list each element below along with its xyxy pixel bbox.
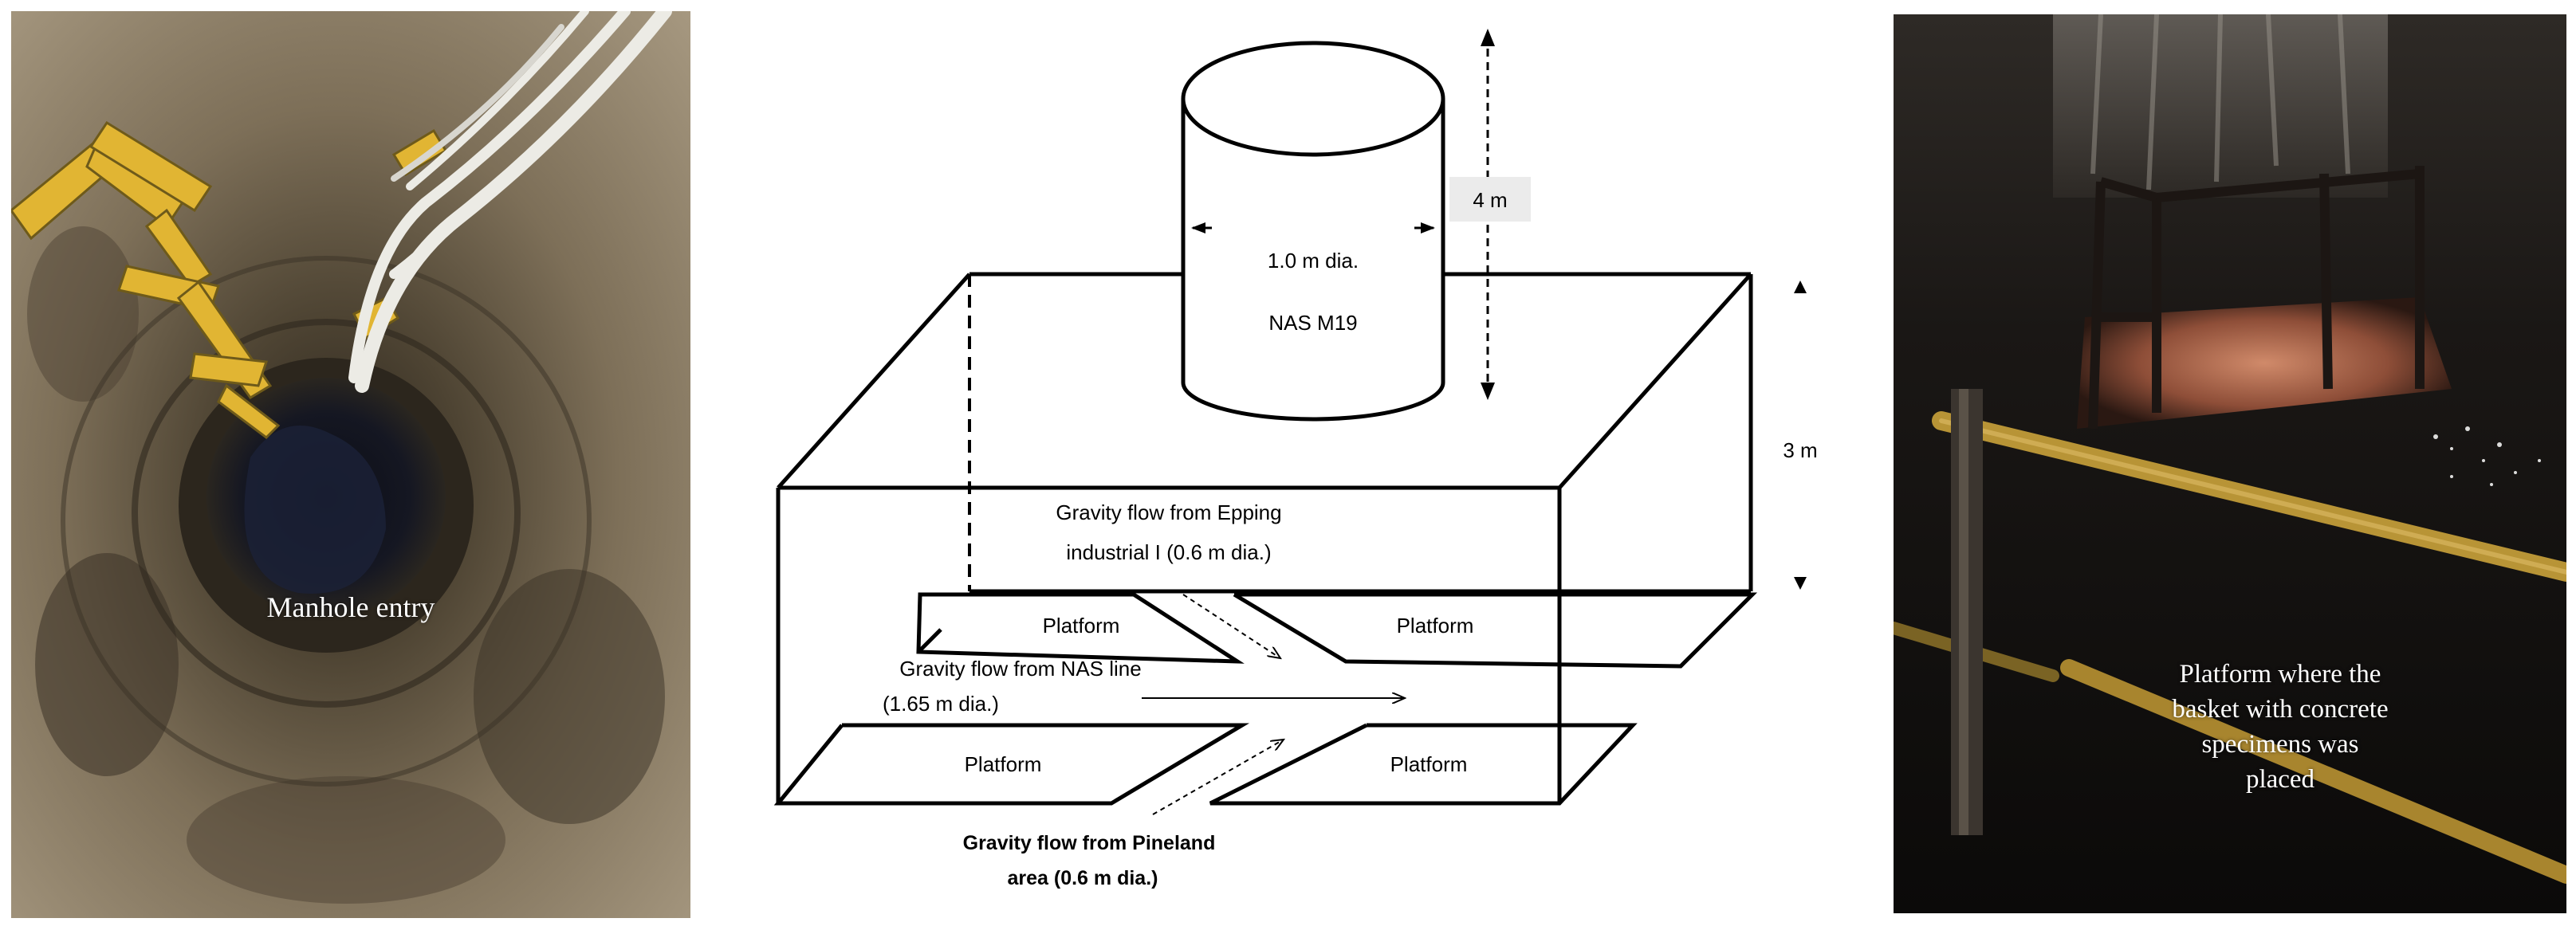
cylinder-name-label: NAS M19 [1268, 311, 1357, 335]
platform-upper-left [916, 592, 1245, 664]
platform-caption-line: specimens was [2201, 730, 2359, 759]
cylinder-top-ellipse [1181, 41, 1445, 157]
light-speckles [2433, 426, 2541, 486]
pineland-flow-label-line1: Gravity flow from Pineland [963, 832, 1216, 854]
water-surface [244, 426, 386, 594]
wall-streaks [2090, 14, 2350, 190]
wall-stain [474, 569, 665, 824]
ladder-rungs [11, 120, 448, 439]
platform-photo-illustration [1894, 14, 2566, 913]
box-top-left-edge [777, 273, 971, 489]
manhole-entry-caption: Manhole entry [266, 591, 435, 623]
box-height-arrow-top [1794, 281, 1807, 293]
box-top-right-edge [1558, 273, 1752, 489]
platform-lower-right [1209, 723, 1638, 806]
manhole-schematic: 1.0 m dia. NAS M19 4 m 3 m Platform Plat… [773, 29, 1818, 889]
cylinder-height-label: 4 m [1473, 188, 1507, 212]
diameter-arrowhead-left [1191, 222, 1205, 233]
wall-stain [187, 776, 505, 904]
box-height-label: 3 m [1783, 438, 1817, 462]
platform-upper-left-label: Platform [1043, 614, 1120, 638]
platform-caption: Platform where the basket with concrete … [2133, 657, 2428, 797]
wall-stain [27, 226, 139, 402]
epping-flow-label-line1: Gravity flow from Epping [1056, 500, 1281, 524]
platform-lower-right-label: Platform [1390, 752, 1468, 776]
diameter-arrowhead-right [1421, 222, 1435, 233]
platform-upper-right-label: Platform [1397, 614, 1474, 638]
nas-flow-label-line1: Gravity flow from NAS line [899, 657, 1141, 681]
platform-upper-right [1233, 592, 1758, 669]
platform-caption-line: basket with concrete [2172, 695, 2389, 724]
platforms [773, 592, 1758, 806]
platform-caption-line: placed [2245, 765, 2315, 794]
cylinder-nas-m19 [1181, 41, 1445, 422]
epping-flow-label-line2: industrial I (0.6 m dia.) [1066, 540, 1271, 564]
pineland-flow-label-line2: area (0.6 m dia.) [1008, 867, 1158, 889]
cylinder-height-label-box [1449, 177, 1531, 222]
manhole-entry-photo: Manhole entry [11, 11, 690, 918]
platform-caption-line: Platform where the [2179, 660, 2381, 689]
ropes [348, 11, 672, 393]
platform-lower-left [773, 723, 1250, 806]
railing [2088, 166, 2425, 430]
shaft-ring [132, 319, 521, 708]
platform-lower-left-label: Platform [965, 752, 1042, 776]
pineland-flow-arrow [1152, 740, 1284, 815]
cylinder-height-arrow-top [1481, 29, 1495, 46]
chamber-box [776, 272, 1753, 803]
vertical-post-highlight [1959, 389, 1968, 835]
platform-upper-left-edge [917, 628, 942, 653]
shaft-ring [61, 256, 592, 787]
cylinder-diameter-label: 1.0 m dia. [1268, 249, 1359, 273]
yellow-pipes [1894, 411, 2566, 884]
lit-platform [2077, 297, 2452, 429]
platform-photo: Platform where the basket with concrete … [1894, 14, 2566, 913]
cylinder-height-arrow-bottom [1481, 383, 1495, 400]
manhole-photo-illustration [11, 11, 690, 918]
epping-flow-arrow [1182, 594, 1280, 658]
box-height-arrow-bottom [1794, 577, 1807, 590]
cylinder-bottom-arc [1181, 382, 1445, 422]
nas-flow-label-line2: (1.65 m dia.) [883, 692, 999, 716]
